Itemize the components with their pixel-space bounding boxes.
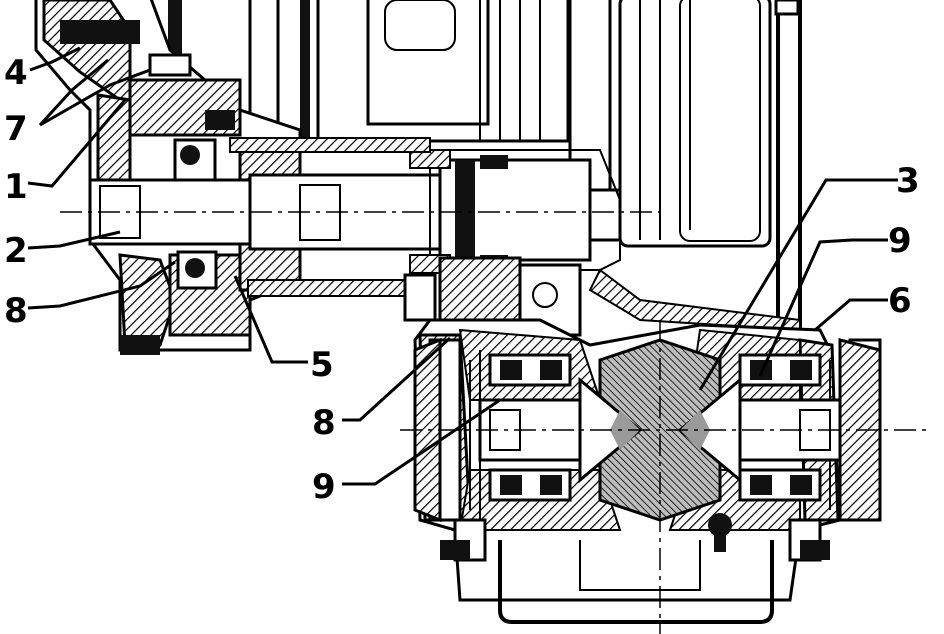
callout-3: 3 bbox=[896, 161, 920, 201]
leader-8-center bbox=[342, 336, 452, 422]
callout-8-left: 8 bbox=[4, 291, 28, 331]
callout-8-center: 8 bbox=[312, 403, 336, 443]
differential-housing bbox=[413, 318, 882, 624]
callout-4: 4 bbox=[4, 53, 28, 93]
leader-lines bbox=[27, 46, 898, 486]
leader-4 bbox=[29, 46, 81, 72]
callout-9-center: 9 bbox=[312, 467, 336, 507]
leader-1 bbox=[27, 99, 127, 188]
callout-7: 7 bbox=[4, 109, 28, 149]
leader-7a bbox=[38, 58, 109, 127]
leader-9-center bbox=[342, 398, 501, 486]
centre-lines bbox=[60, 0, 930, 634]
leader-5 bbox=[233, 275, 308, 364]
leader-3 bbox=[698, 178, 898, 391]
callout-9-right: 9 bbox=[888, 221, 912, 261]
leader-8-left bbox=[27, 260, 176, 310]
callout-labels: 4 7 1 2 8 5 3 9 6 8 9 bbox=[4, 53, 921, 508]
leader-9-right bbox=[758, 238, 888, 377]
leader-6 bbox=[814, 298, 888, 332]
callout-5: 5 bbox=[310, 345, 334, 385]
callout-6: 6 bbox=[888, 281, 912, 321]
leader-7b bbox=[39, 68, 151, 127]
callout-1: 1 bbox=[4, 167, 28, 207]
leader-2 bbox=[27, 230, 121, 250]
input-shaft bbox=[88, 137, 801, 337]
callout-2: 2 bbox=[4, 231, 28, 271]
